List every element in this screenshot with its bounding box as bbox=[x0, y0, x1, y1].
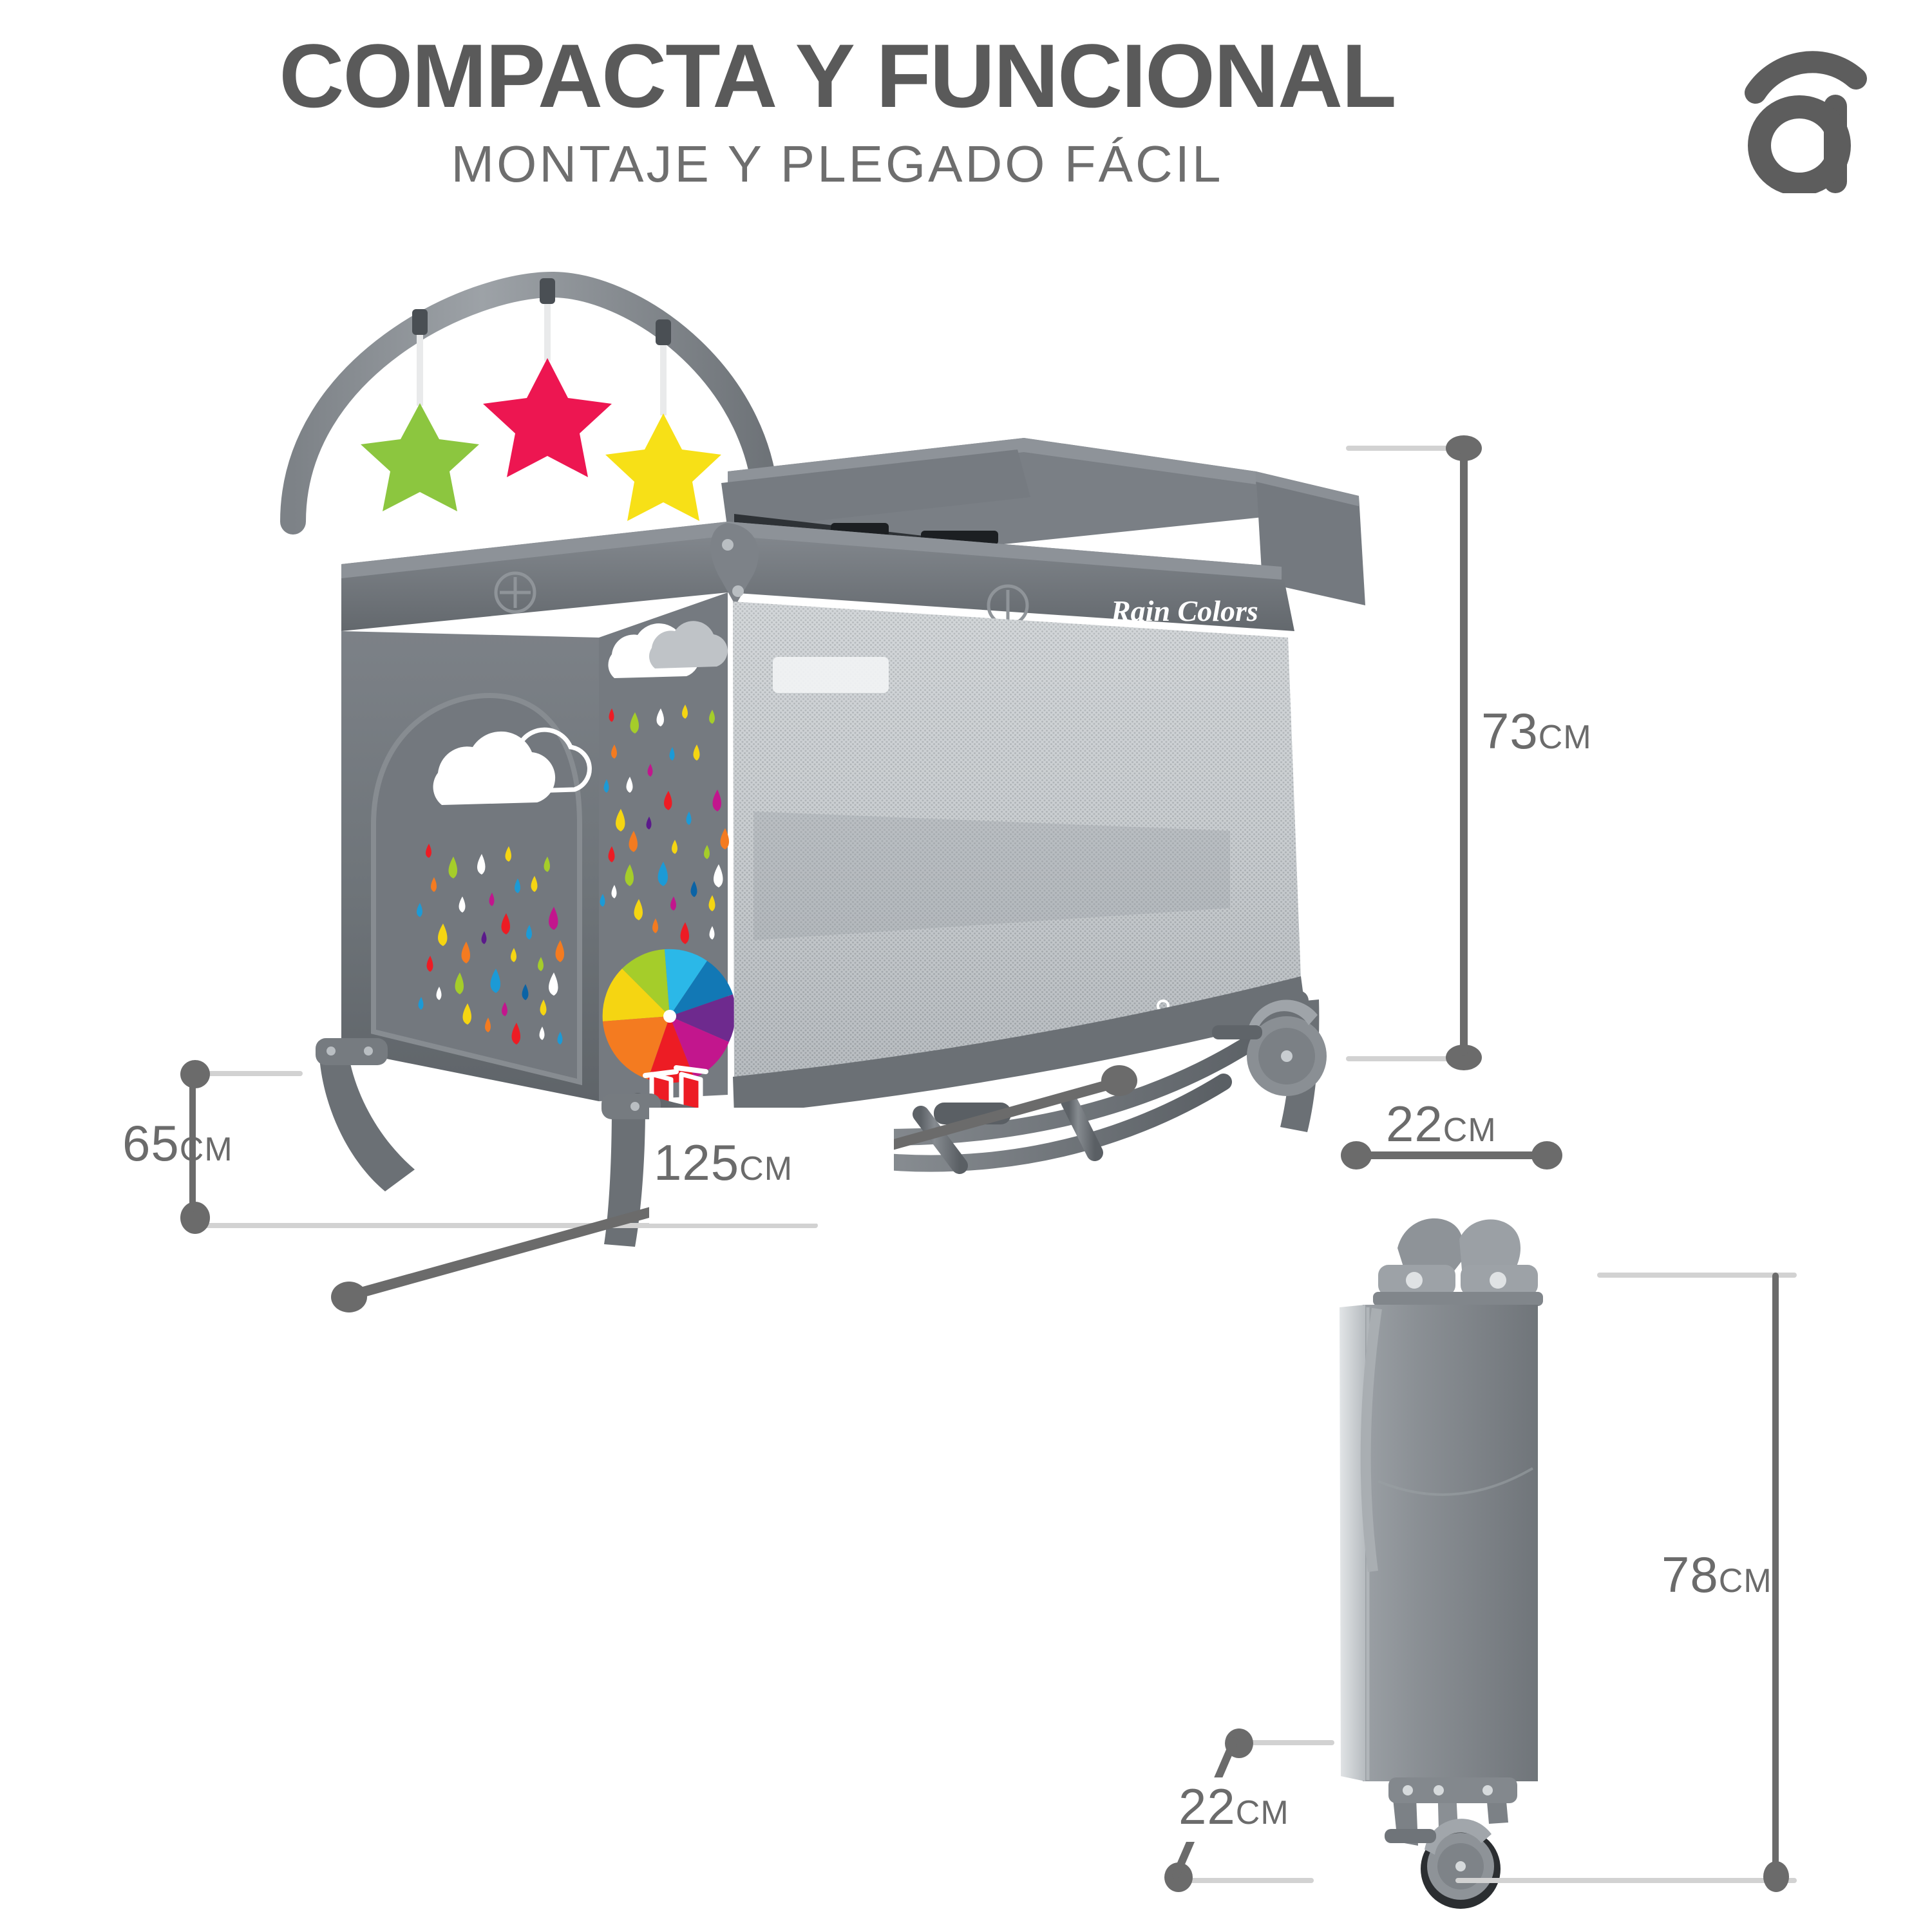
guide-line-22-bottom-top bbox=[1231, 1740, 1334, 1745]
folded-bottom-frame bbox=[1385, 1777, 1517, 1909]
play-arch bbox=[280, 271, 779, 535]
page-title: COMPACTA Y FUNCIONAL bbox=[279, 25, 1396, 126]
caster-wheel bbox=[1212, 990, 1327, 1096]
guide-line-73-top bbox=[1346, 446, 1468, 451]
star-toy-yellow bbox=[605, 413, 721, 521]
dimension-dot-22-top-left bbox=[1341, 1141, 1372, 1170]
mesh-side-panel: asalvo bbox=[733, 601, 1301, 1082]
dimension-dot-22-top-right bbox=[1531, 1141, 1562, 1170]
guide-line-65-top bbox=[187, 1071, 303, 1076]
raindrops-side bbox=[417, 844, 564, 1045]
dimension-line-125 bbox=[270, 1030, 1404, 1340]
guide-line-73-bottom bbox=[1346, 1056, 1468, 1061]
page-subtitle: MONTAJE Y PLEGADO FÁCIL bbox=[451, 135, 1224, 193]
raindrops-front bbox=[600, 705, 729, 944]
bottom-rail bbox=[733, 976, 1306, 1115]
dimension-line-65 bbox=[189, 1077, 196, 1212]
changing-table bbox=[721, 438, 1365, 605]
folded-body bbox=[1363, 1305, 1538, 1781]
asalvo-a-logo-icon bbox=[1739, 39, 1893, 196]
upper-front-rail: Rain Colors bbox=[341, 522, 1294, 631]
dimension-22cm-top: 22CM bbox=[1386, 1095, 1497, 1152]
dimension-line-22-bottom bbox=[1153, 1732, 1269, 1887]
dimension-dot-78-bottom bbox=[1763, 1861, 1789, 1892]
guide-line-78-bottom bbox=[1455, 1878, 1797, 1883]
guide-line-22-bottom-bottom bbox=[1166, 1878, 1314, 1883]
dimension-line-73 bbox=[1460, 451, 1468, 1056]
travel-cot-open-illustration: Rain Colors bbox=[277, 245, 1410, 1249]
star-toy-green bbox=[361, 403, 479, 511]
dimension-73cm: 73CM bbox=[1481, 703, 1592, 759]
star-toy-pink bbox=[483, 358, 612, 477]
folded-body-edge bbox=[1340, 1305, 1365, 1781]
dimension-line-78 bbox=[1772, 1273, 1779, 1878]
cloud-graphic-front bbox=[608, 621, 728, 678]
guide-line-78-top bbox=[1597, 1273, 1797, 1278]
dimension-65cm: 65CM bbox=[122, 1115, 233, 1171]
dimension-125cm: 125CM bbox=[654, 1134, 793, 1191]
front-panel-print bbox=[599, 592, 736, 1124]
side-panel-left bbox=[341, 631, 599, 1101]
travel-cot-folded-illustration bbox=[1301, 1211, 1700, 1919]
collection-name-label: Rain Colors bbox=[1110, 594, 1258, 627]
cloud-graphic-side bbox=[433, 727, 592, 805]
header: COMPACTA Y FUNCIONAL MONTAJE Y PLEGADO F… bbox=[0, 0, 1932, 213]
brake-lever bbox=[1212, 1025, 1262, 1039]
folded-top-legs bbox=[1373, 1218, 1543, 1306]
guide-line-65-bottom bbox=[187, 1223, 818, 1228]
carry-strap bbox=[1360, 1307, 1382, 1573]
dimension-22cm-bottom: 22CM bbox=[1179, 1778, 1289, 1835]
dimension-78cm: 78CM bbox=[1662, 1546, 1772, 1603]
dimension-line-22-top bbox=[1358, 1151, 1544, 1159]
